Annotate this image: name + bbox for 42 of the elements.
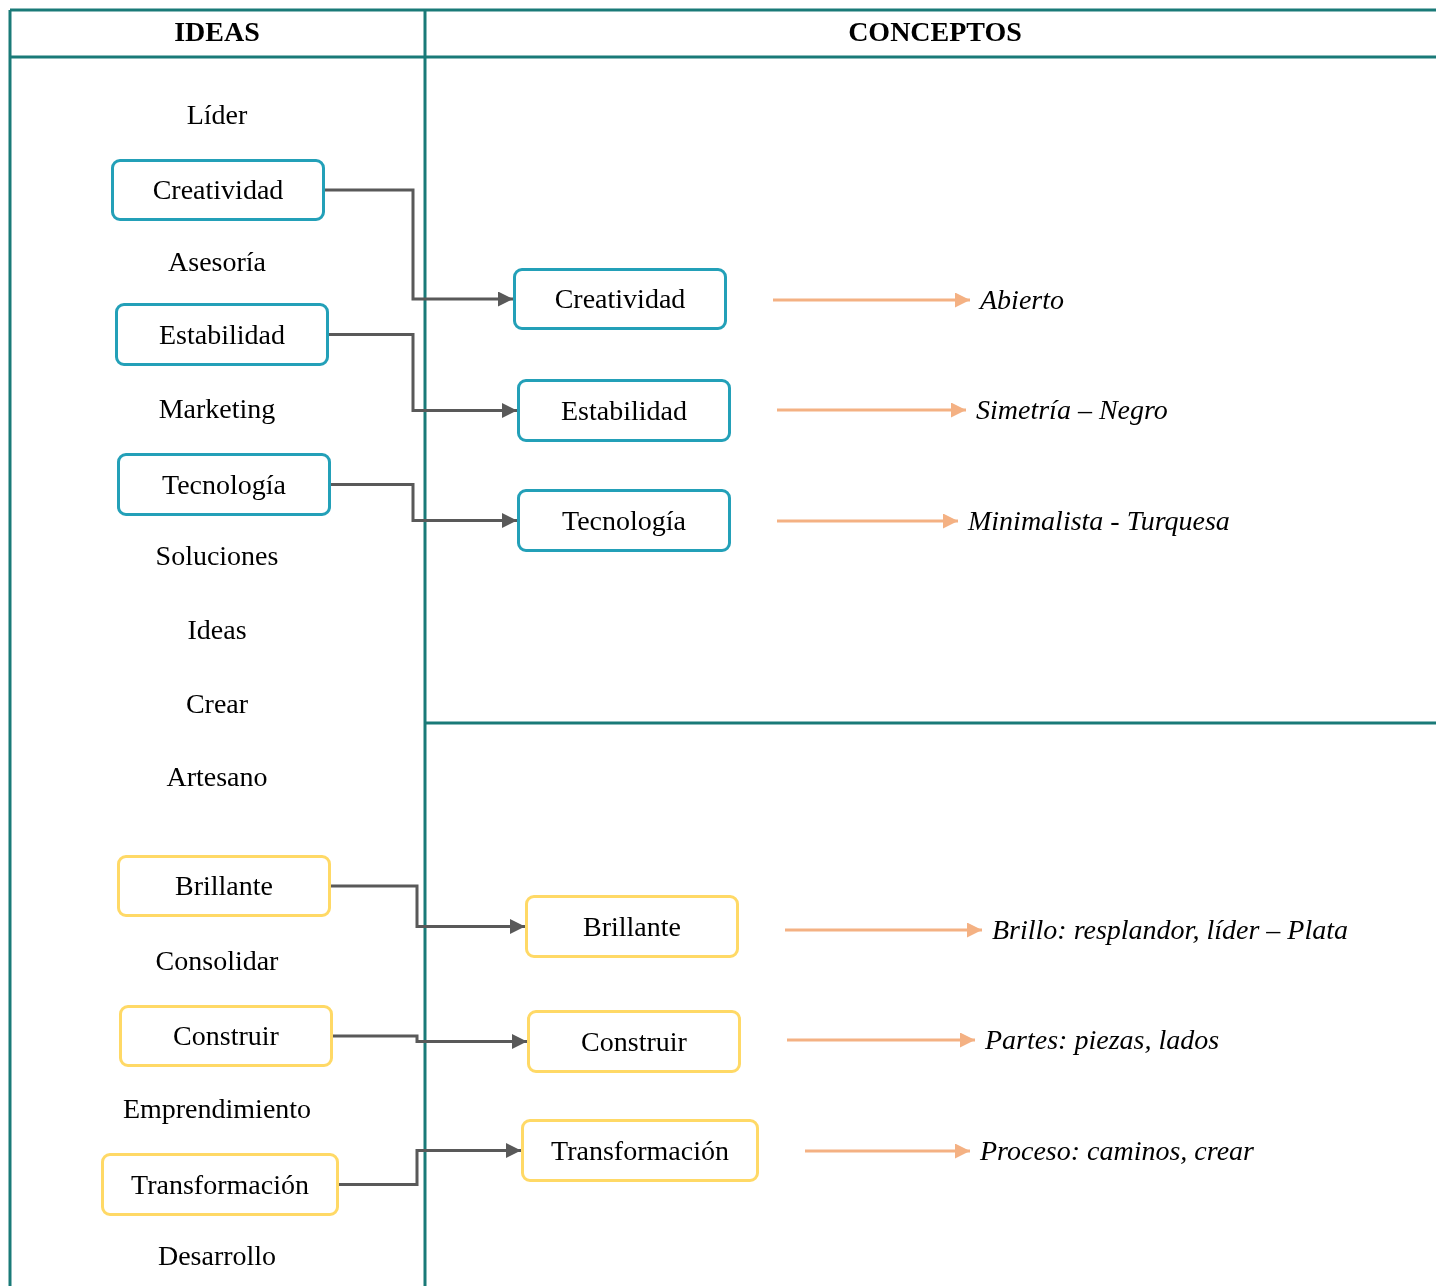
idea-word: Líder [186,98,248,132]
arrow [331,884,525,934]
arrow [339,1143,521,1186]
process-box: Creatividad [111,159,325,221]
arrow [331,483,517,528]
arrow [773,292,970,308]
process-box: Transformación [101,1153,339,1216]
column-header: IDEAS [174,15,260,49]
process-box: Brillante [525,895,739,958]
concept-text: Simetría – Negro [976,392,1168,428]
arrow [805,1143,970,1159]
process-box: Estabilidad [115,303,329,366]
arrow [333,1034,527,1049]
process-box: Estabilidad [517,379,731,442]
idea-word: Marketing [158,392,276,426]
concept-text: Minimalista - Turquesa [968,503,1230,539]
idea-word: Desarrollo [157,1239,277,1273]
process-box: Construir [527,1010,741,1073]
idea-word: Ideas [187,613,247,647]
concept-text: Partes: piezas, lados [985,1022,1220,1058]
arrow [325,188,513,307]
process-box: Tecnología [117,453,331,516]
idea-word: Crear [185,687,249,721]
process-box: Construir [119,1005,333,1067]
column-header: CONCEPTOS [848,15,1022,49]
process-box: Tecnología [517,489,731,552]
process-box: Brillante [117,855,331,917]
concept-text: Abierto [980,282,1064,318]
arrow [777,402,966,418]
concept-text: Proceso: caminos, crear [980,1133,1254,1169]
process-box: Creatividad [513,268,727,330]
arrow [777,513,958,529]
process-box: Transformación [521,1119,759,1182]
idea-word: Soluciones [155,539,279,573]
idea-word: Artesano [166,760,268,794]
arrow [329,333,517,418]
concept-text: Brillo: resplandor, líder – Plata [992,912,1348,948]
idea-word: Asesoría [168,245,266,279]
arrow [785,922,982,938]
arrow [787,1032,975,1048]
idea-word: Consolidar [155,944,279,978]
idea-word: Emprendimiento [122,1092,312,1126]
